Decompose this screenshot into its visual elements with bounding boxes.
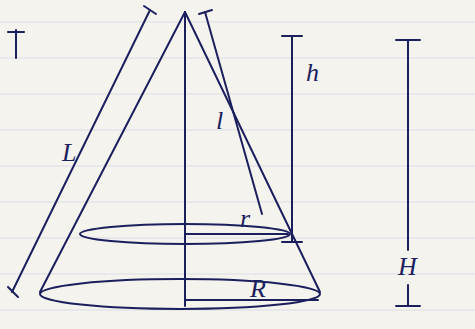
small-radius-label: r	[240, 206, 250, 232]
height-label: H	[398, 254, 417, 280]
small-height-label: h	[306, 60, 319, 86]
slant-height-label: L	[62, 140, 76, 166]
small-slant-label: l	[216, 108, 223, 134]
radius-label: R	[250, 276, 266, 302]
